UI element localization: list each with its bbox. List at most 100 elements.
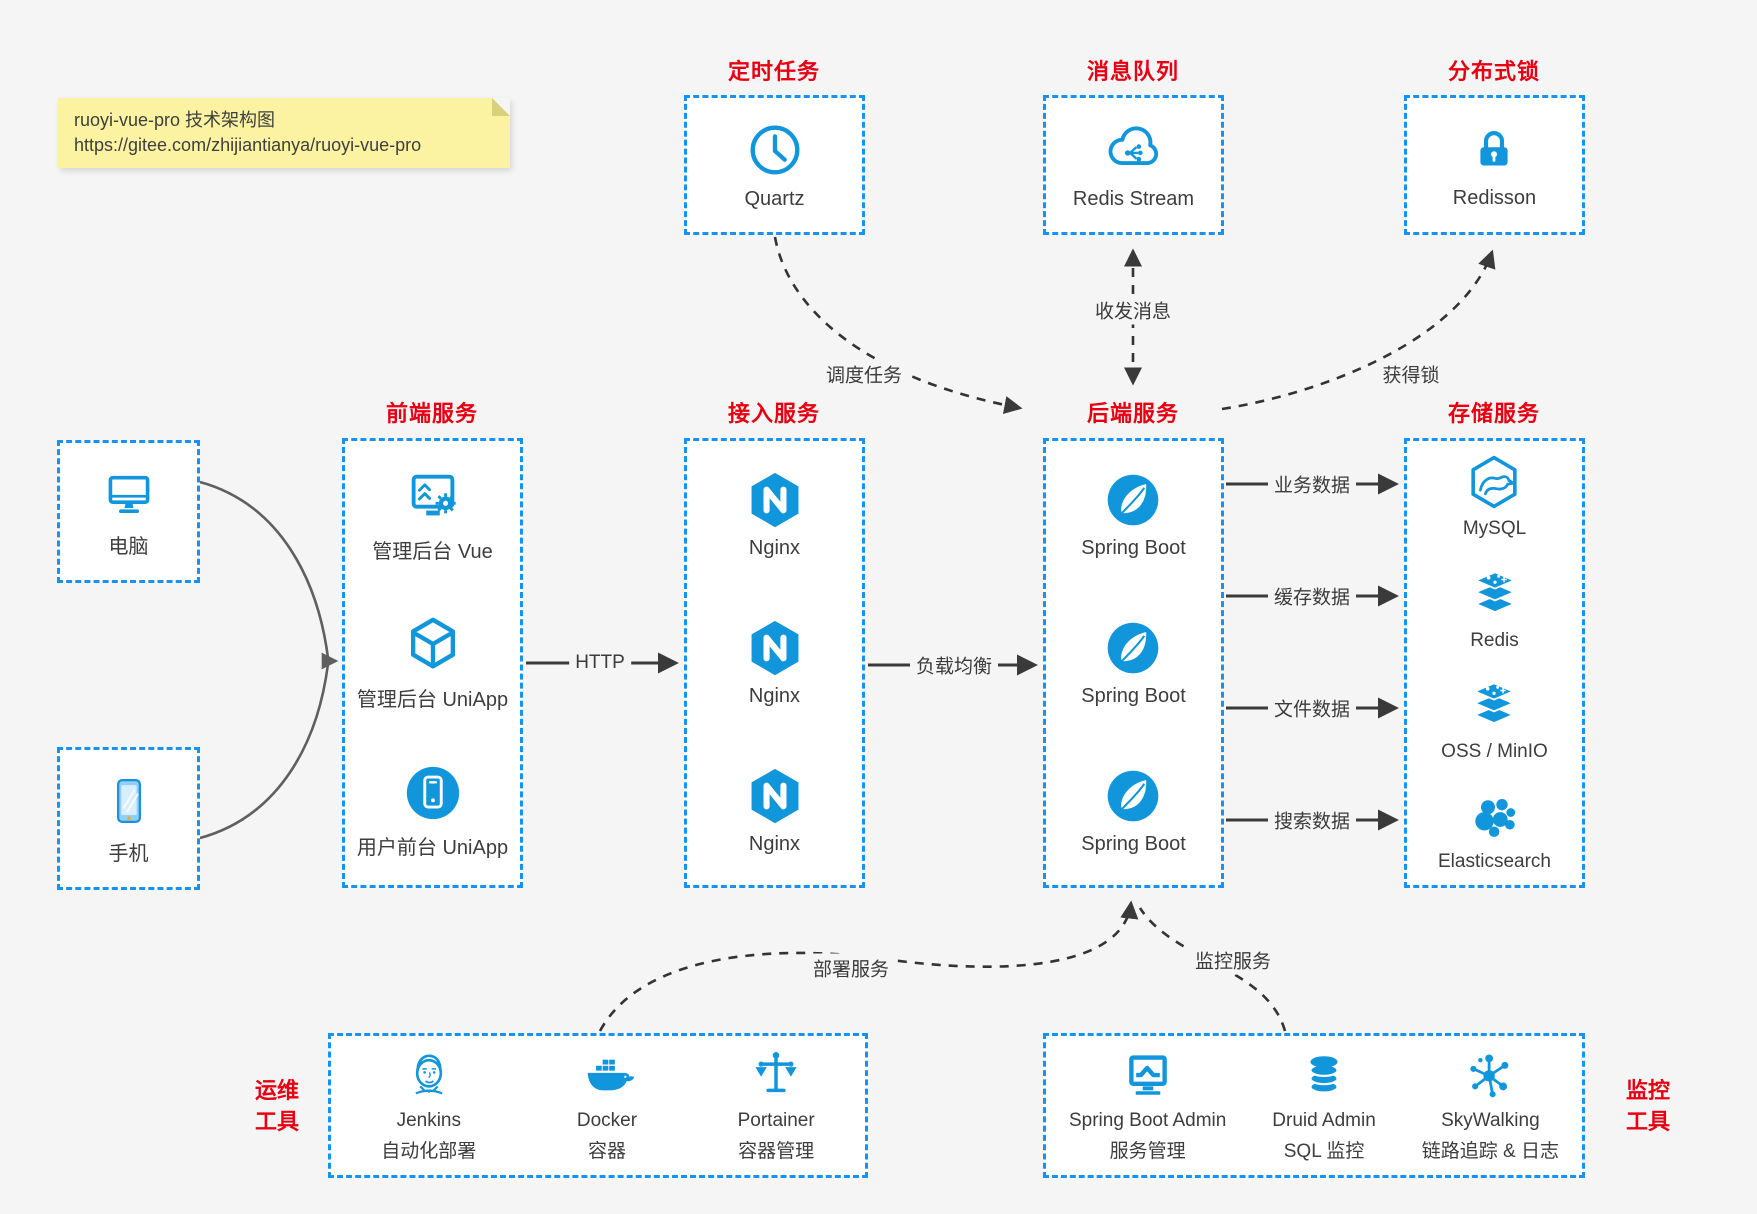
- node-redisson: Redisson: [1453, 120, 1536, 210]
- elasticsearch-icon: [1474, 798, 1515, 837]
- tool-desc: 服务管理: [1109, 1140, 1186, 1162]
- edge-label-cache-data: 缓存数据: [1267, 581, 1357, 611]
- column-title-storage: 存储服务: [1447, 401, 1540, 426]
- client-box-phone: 手机: [57, 747, 200, 890]
- group-title-scheduled-tasks: 定时任务: [727, 59, 820, 84]
- phone-icon: [116, 778, 141, 823]
- tool-desc: 自动化部署: [381, 1140, 477, 1162]
- edge-label-schedule: 调度任务: [819, 359, 909, 389]
- group-title-ops-tools: 运维 工具: [254, 1078, 299, 1134]
- tool-desc: 容器: [587, 1140, 626, 1162]
- node-label: Spring Boot: [1081, 833, 1186, 855]
- node-mysql: MySQL: [1463, 453, 1526, 540]
- column-box-storage: MySQL Redis OSS / MinIO: [1404, 438, 1585, 888]
- cloud-mq-icon: [1108, 126, 1158, 166]
- node-desktop: 电脑: [100, 465, 158, 559]
- column-title-gateway: 接入服务: [727, 401, 820, 426]
- node-label: Quartz: [744, 188, 805, 210]
- column-box-backend: Spring Boot Spring Boot Spring Boot: [1043, 438, 1224, 888]
- node-portainer: Portainer 容器管理: [738, 1047, 815, 1165]
- group-box-redisson: Redisson: [1404, 95, 1585, 235]
- group-title-monitor-tools: 监控 工具: [1625, 1078, 1670, 1134]
- column-title-backend: 后端服务: [1086, 401, 1179, 426]
- edge-label-file-data: 文件数据: [1267, 693, 1357, 723]
- tool-name: Spring Boot Admin: [1068, 1109, 1227, 1131]
- node-quartz: Quartz: [744, 119, 806, 211]
- sba-icon: [1128, 1054, 1167, 1095]
- node-label: 用户前台 UniApp: [356, 837, 509, 859]
- node-skywalking: SkyWalking 链路追踪 & 日志: [1422, 1047, 1559, 1165]
- column-title-frontend: 前端服务: [385, 401, 478, 426]
- spring-boot-icon: [1108, 474, 1159, 526]
- node-label: MySQL: [1462, 518, 1527, 540]
- node-label: Spring Boot: [1081, 537, 1186, 559]
- node-admin-vue: 管理后台 Vue: [372, 466, 493, 564]
- docker-icon: [587, 1059, 635, 1090]
- node-docker: Docker 容器: [577, 1047, 637, 1165]
- node-spring-boot-3: Spring Boot: [1081, 766, 1186, 856]
- admin-vue-icon: [411, 474, 456, 516]
- node-label: 管理后台 UniApp: [356, 689, 509, 711]
- sticky-note: ruoyi-vue-pro 技术架构图 https://gitee.com/zh…: [58, 98, 510, 168]
- edge-phone-to-frontend: [199, 663, 330, 840]
- tool-desc: SQL 监控: [1283, 1140, 1365, 1162]
- tool-name: Docker: [576, 1109, 638, 1131]
- edge-label-deploy: 部署服务: [806, 953, 896, 983]
- node-label: Redis: [1470, 629, 1519, 651]
- user-uniapp-icon: [406, 766, 459, 820]
- node-spring-boot-admin: Spring Boot Admin 服务管理: [1069, 1047, 1226, 1165]
- edge-label-monitor: 监控服务: [1188, 945, 1278, 975]
- note-url: https://gitee.com/zhijiantianya/ruoyi-vu…: [74, 135, 422, 155]
- node-label: Nginx: [748, 833, 801, 855]
- column-box-frontend: 管理后台 Vue 管理后台 UniApp 用户前台 UniApp: [342, 438, 523, 888]
- node-label: 电脑: [108, 535, 149, 558]
- uniapp-cube-icon: [410, 617, 455, 669]
- node-elasticsearch: Elasticsearch: [1438, 788, 1551, 873]
- clock-icon: [750, 125, 799, 175]
- redis-stack-icon: [1473, 571, 1516, 613]
- group-title-message-queue: 消息队列: [1086, 59, 1179, 84]
- node-user-uniapp: 用户前台 UniApp: [357, 762, 508, 860]
- node-redis-stream: Redis Stream: [1073, 119, 1194, 211]
- node-jenkins: Jenkins 自动化部署: [381, 1047, 476, 1165]
- node-spring-boot-1: Spring Boot: [1081, 470, 1186, 560]
- nginx-icon: [751, 620, 798, 676]
- tool-name: SkyWalking: [1441, 1109, 1540, 1131]
- spring-boot-icon: [1108, 622, 1159, 674]
- node-label: Redis Stream: [1072, 188, 1195, 210]
- tool-desc: 容器管理: [738, 1140, 815, 1162]
- group-box-redis-stream: Redis Stream: [1043, 95, 1224, 235]
- node-nginx-3: Nginx: [745, 766, 805, 856]
- edge-label-lock: 获得锁: [1376, 359, 1446, 389]
- node-label: 手机: [108, 842, 149, 865]
- node-label: Nginx: [748, 537, 801, 559]
- edge-lock-arrow: [1221, 249, 1496, 411]
- group-box-quartz: Quartz: [684, 95, 865, 235]
- client-box-desktop: 电脑: [57, 440, 200, 583]
- storage-stack-icon: [1473, 682, 1516, 725]
- lock-icon: [1480, 131, 1509, 166]
- node-label: Elasticsearch: [1438, 850, 1551, 872]
- desktop-icon: [108, 475, 149, 513]
- node-oss-minio: OSS / MinIO: [1441, 676, 1548, 763]
- edge-desktop-to-frontend: [199, 480, 330, 659]
- nginx-icon: [751, 472, 798, 528]
- tool-name: Druid Admin: [1272, 1109, 1376, 1131]
- tool-desc: 链路追踪 & 日志: [1421, 1140, 1559, 1162]
- edge-label-business-data: 业务数据: [1267, 469, 1357, 499]
- node-phone: 手机: [100, 772, 158, 866]
- tool-name: Jenkins: [396, 1109, 461, 1131]
- node-spring-boot-2: Spring Boot: [1081, 618, 1186, 708]
- node-label: OSS / MinIO: [1441, 741, 1548, 763]
- node-label: Spring Boot: [1081, 685, 1186, 707]
- node-admin-uniapp: 管理后台 UniApp: [357, 614, 508, 712]
- druid-icon: [1309, 1055, 1339, 1094]
- nginx-icon: [751, 768, 798, 824]
- node-label: 管理后台 Vue: [372, 541, 493, 563]
- node-druid-admin: Druid Admin SQL 监控: [1272, 1047, 1376, 1165]
- node-label: Nginx: [748, 685, 801, 707]
- node-nginx-2: Nginx: [745, 618, 805, 708]
- group-title-distributed-lock: 分布式锁: [1447, 59, 1540, 84]
- node-label: Redisson: [1452, 187, 1537, 209]
